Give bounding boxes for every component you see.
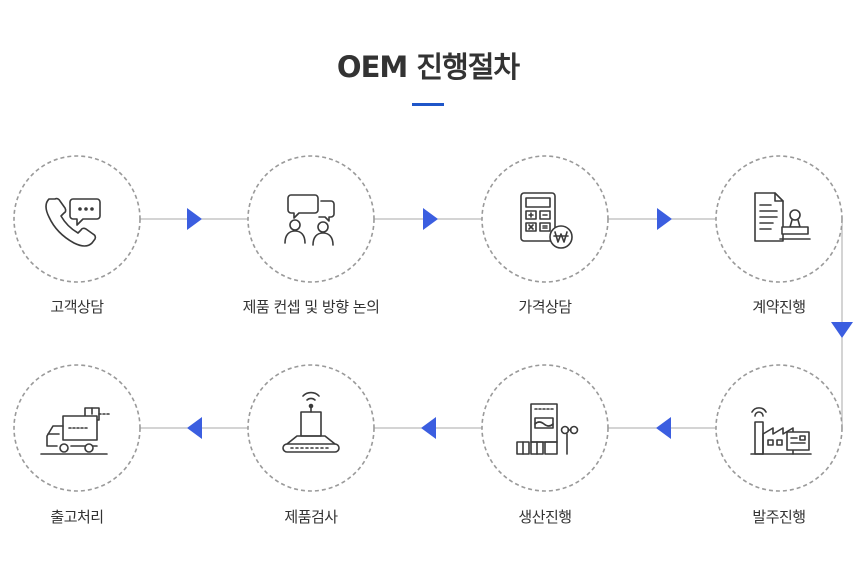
inspection-conveyor-icon	[282, 391, 340, 453]
production-machine-icon	[516, 403, 579, 455]
arrow-right-icon	[657, 208, 672, 230]
step-label-5: 발주진행	[752, 508, 806, 526]
factory-order-icon	[750, 407, 812, 455]
step-label-8: 출고처리	[50, 508, 104, 526]
title-underline	[412, 103, 444, 106]
arrow-left-icon	[656, 417, 671, 439]
step-label-6: 생산진행	[518, 508, 572, 526]
step-label-7: 제품검사	[284, 508, 338, 526]
step-circle-7	[247, 364, 375, 492]
arrow-left-icon	[421, 417, 436, 439]
step-circle-2	[247, 155, 375, 283]
page-title: OEM 진행절차	[336, 50, 520, 84]
phone-chat-icon	[45, 197, 101, 247]
arrow-down-icon	[831, 322, 853, 338]
people-discussion-icon	[284, 194, 335, 246]
calculator-won-icon	[520, 192, 573, 249]
arrow-left-icon	[187, 417, 202, 439]
arrow-right-icon	[423, 208, 438, 230]
step-circle-5	[715, 364, 843, 492]
contract-stamp-icon	[754, 192, 811, 242]
step-circle-4	[715, 155, 843, 283]
arrow-right-icon	[187, 208, 202, 230]
step-label-3: 가격상담	[518, 298, 572, 316]
step-label-4: 계약진행	[752, 298, 806, 316]
step-label-2: 제품 컨셉 및 방향 논의	[242, 298, 380, 316]
delivery-truck-icon	[40, 407, 110, 455]
step-label-1: 고객상담	[50, 298, 104, 316]
